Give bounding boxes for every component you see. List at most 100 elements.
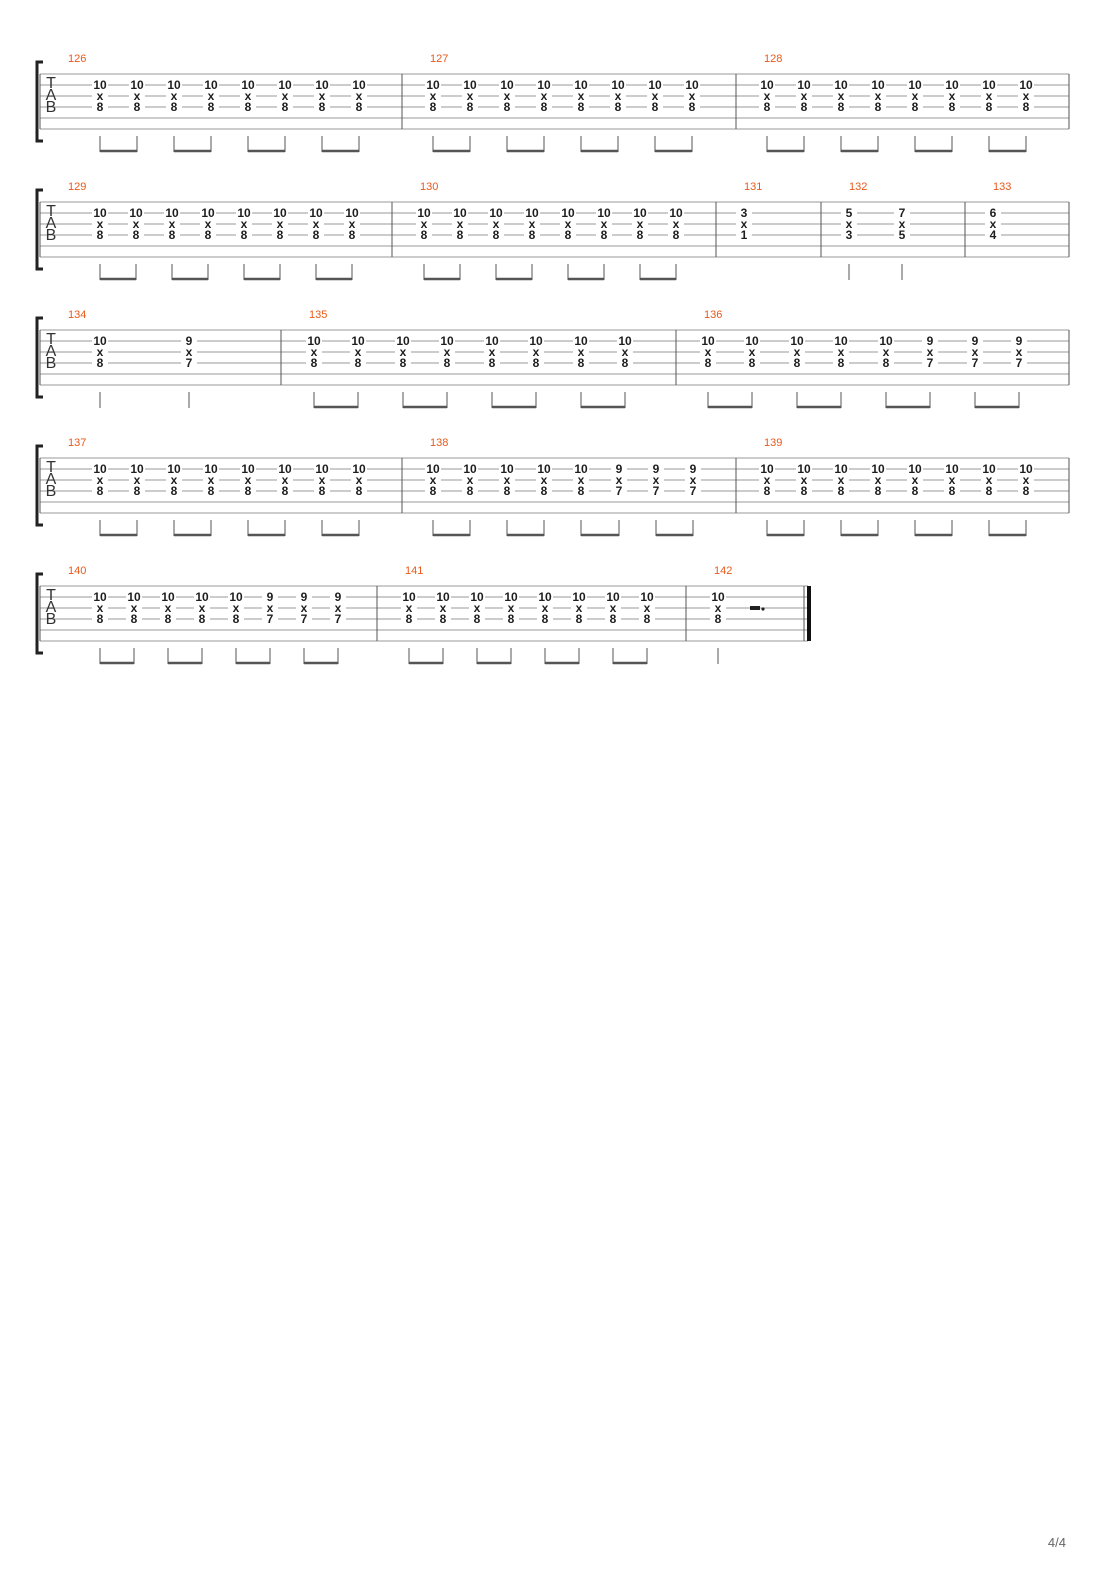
fret-number: 10: [93, 334, 107, 348]
fret-number: 8: [578, 356, 585, 370]
dead-note-mark: x: [97, 601, 104, 615]
fret-background: [308, 207, 324, 218]
fret-number: 10: [352, 462, 366, 476]
fret-number: 10: [1019, 78, 1033, 92]
tab-clef-letter: B: [46, 611, 57, 628]
fret-number: 9: [267, 590, 274, 604]
fret-number: 10: [315, 462, 329, 476]
dead-note-mark: x: [801, 473, 808, 487]
fret-background: [92, 591, 108, 602]
dead-note-mark: x: [133, 217, 140, 231]
dead-note-mark: x: [801, 89, 808, 103]
fret-number: 8: [171, 100, 178, 114]
fret-number: 9: [1016, 334, 1023, 348]
fret-background: [462, 90, 478, 101]
fret-background: [200, 207, 216, 218]
dead-note-mark: x: [444, 345, 451, 359]
dead-note-mark: x: [467, 89, 474, 103]
fret-number: 8: [440, 612, 447, 626]
fret-number: 10: [908, 462, 922, 476]
fret-background: [833, 463, 849, 474]
fret-background: [92, 357, 108, 368]
dead-note-mark: x: [578, 89, 585, 103]
dead-note-mark: x: [622, 345, 629, 359]
dead-note-mark: x: [504, 473, 511, 487]
fret-number: 10: [633, 206, 647, 220]
fret-background: [560, 207, 576, 218]
dead-note-mark: x: [131, 601, 138, 615]
fret-background: [462, 474, 478, 485]
fret-number: 4: [990, 228, 997, 242]
fret-number: 10: [130, 78, 144, 92]
fret-background: [308, 229, 324, 240]
fret-background: [435, 602, 451, 613]
system-bracket: [35, 572, 43, 655]
dead-note-mark: x: [705, 345, 712, 359]
dead-note-mark: x: [199, 601, 206, 615]
fret-background: [668, 207, 684, 218]
dead-note-mark: x: [406, 601, 413, 615]
fret-background: [277, 90, 293, 101]
dead-note-mark: x: [208, 89, 215, 103]
fret-background: [228, 602, 244, 613]
fret-number: 10: [167, 462, 181, 476]
fret-number: 10: [351, 334, 365, 348]
fret-background: [870, 90, 886, 101]
fret-number: 8: [319, 100, 326, 114]
fret-number: 8: [565, 228, 572, 242]
fret-number: 10: [945, 462, 959, 476]
fret-number: 7: [267, 612, 274, 626]
fret-number: 8: [355, 356, 362, 370]
fret-background: [314, 474, 330, 485]
dead-note-mark: x: [301, 601, 308, 615]
fret-background: [639, 613, 655, 624]
fret-background: [350, 335, 366, 346]
dead-note-mark: x: [267, 601, 274, 615]
fret-background: [648, 474, 664, 485]
fret-number: 10: [470, 590, 484, 604]
fret-number: 8: [421, 228, 428, 242]
dead-note-mark: x: [673, 217, 680, 231]
rest-dot: [761, 607, 765, 611]
fret-background: [401, 613, 417, 624]
fret-background: [528, 357, 544, 368]
fret-background: [425, 485, 441, 496]
fret-background: [796, 90, 812, 101]
fret-background: [351, 101, 367, 112]
fret-background: [306, 335, 322, 346]
fret-number: 8: [208, 100, 215, 114]
measure-number: 141: [405, 565, 423, 577]
fret-background: [330, 591, 346, 602]
dead-note-mark: x: [97, 217, 104, 231]
fret-number: 8: [493, 228, 500, 242]
fret-number: 10: [345, 206, 359, 220]
dead-note-mark: x: [467, 473, 474, 487]
fret-background: [92, 90, 108, 101]
fret-number: 10: [538, 590, 552, 604]
fret-background: [92, 463, 108, 474]
fret-number: 8: [504, 100, 511, 114]
dead-note-mark: x: [990, 217, 997, 231]
dotted-half-rest: [750, 606, 760, 610]
fret-number: 10: [871, 78, 885, 92]
dead-note-mark: x: [421, 217, 428, 231]
fret-number: 8: [644, 612, 651, 626]
measure-number: 126: [68, 53, 86, 65]
fret-background: [907, 90, 923, 101]
fret-background: [710, 602, 726, 613]
fret-number: 8: [541, 484, 548, 498]
fret-number: 10: [426, 462, 440, 476]
fret-background: [894, 229, 910, 240]
dead-note-mark: x: [912, 89, 919, 103]
fret-number: 10: [606, 590, 620, 604]
fret-background: [981, 79, 997, 90]
fret-number: 10: [229, 590, 243, 604]
dead-note-mark: x: [171, 473, 178, 487]
fret-background: [668, 218, 684, 229]
fret-number: 10: [278, 78, 292, 92]
dead-note-mark: x: [245, 473, 252, 487]
dead-note-mark: x: [186, 345, 193, 359]
fret-number: 10: [945, 78, 959, 92]
dead-note-mark: x: [493, 217, 500, 231]
